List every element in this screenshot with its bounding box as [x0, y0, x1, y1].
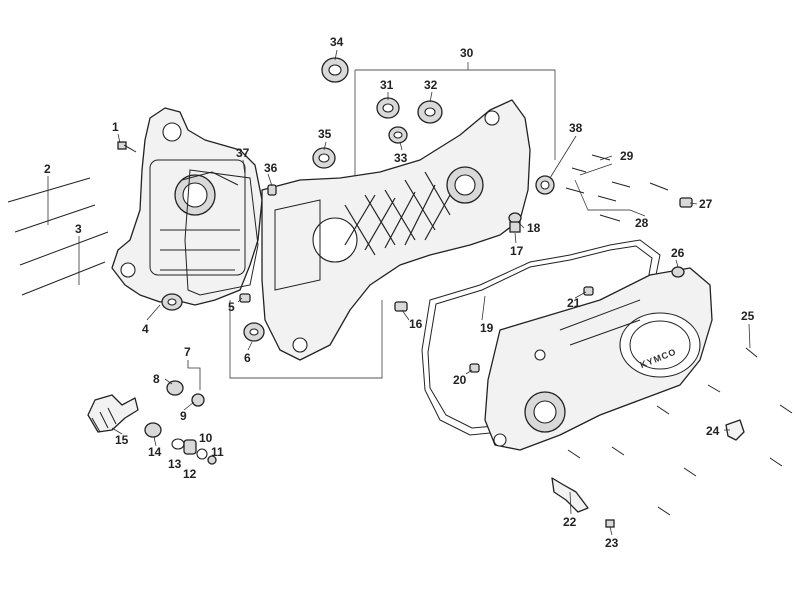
- label-20: 20: [453, 373, 467, 387]
- washer-27: [679, 197, 693, 208]
- label-15: 15: [115, 433, 129, 447]
- oil-seal-34: [321, 57, 349, 83]
- oil-seal-35: [312, 147, 336, 169]
- bushing-38: [535, 175, 555, 195]
- label-28: 28: [635, 216, 649, 230]
- stud-bolt-3: [19, 231, 109, 296]
- label-32: 32: [424, 78, 438, 92]
- dowel-pin-20: [469, 363, 480, 373]
- part-number-labels: 1 2 3 4 5 6 7 8 9 10 11 12 13 14 15 16 1…: [44, 35, 755, 550]
- bearing-32: [417, 100, 443, 124]
- cover-bolts: [567, 347, 793, 516]
- label-24: 24: [706, 424, 720, 438]
- label-34: 34: [330, 35, 344, 49]
- label-27: 27: [699, 197, 713, 211]
- bracket-28: [574, 179, 646, 217]
- label-30: 30: [460, 46, 474, 60]
- transmission-cover: KYMCO: [484, 267, 713, 451]
- stud-bolt-2: [7, 177, 96, 233]
- kick-spindle-15: [87, 394, 139, 433]
- bushing-4: [161, 293, 183, 311]
- label-11: 11: [211, 445, 224, 459]
- washer-13: [171, 438, 185, 450]
- label-18: 18: [527, 221, 541, 235]
- label-7: 7: [184, 345, 191, 359]
- label-13: 13: [168, 457, 182, 471]
- leader-lines: [47, 49, 751, 536]
- label-12: 12: [183, 467, 197, 481]
- label-21: 21: [567, 296, 581, 310]
- label-26: 26: [671, 246, 685, 260]
- washer-9: [191, 393, 205, 407]
- dowel-pin-36: [267, 184, 277, 196]
- bolt-1: [117, 141, 137, 153]
- label-2: 2: [44, 162, 51, 176]
- callout-frame-6: [229, 300, 383, 379]
- bolts-29-28: [565, 154, 669, 222]
- bolt-23: [605, 519, 615, 528]
- clip-11: [207, 455, 217, 465]
- label-22: 22: [563, 515, 577, 529]
- label-33: 33: [394, 151, 408, 165]
- label-36: 36: [264, 161, 278, 175]
- label-10: 10: [199, 431, 213, 445]
- label-38: 38: [569, 121, 583, 135]
- dowel-pin-5: [239, 293, 251, 303]
- label-31: 31: [380, 78, 394, 92]
- callout-frame-30: [354, 62, 556, 190]
- label-8: 8: [153, 372, 160, 386]
- label-17: 17: [510, 244, 524, 258]
- label-9: 9: [180, 409, 187, 423]
- bearing-33: [388, 126, 408, 144]
- label-29: 29: [620, 149, 634, 163]
- clamp-24: [725, 419, 745, 441]
- spring-14: [144, 422, 162, 438]
- label-6: 6: [244, 351, 251, 365]
- dowel-pin-16: [394, 301, 408, 312]
- label-37: 37: [236, 146, 250, 160]
- gasket-37: [184, 169, 259, 296]
- label-25: 25: [741, 309, 755, 323]
- cover-cap-26: [671, 266, 685, 278]
- label-3: 3: [75, 222, 82, 236]
- right-crankcase: [261, 99, 531, 361]
- label-35: 35: [318, 127, 332, 141]
- label-5: 5: [228, 300, 235, 314]
- dowel-pin-21: [583, 286, 594, 296]
- label-19: 19: [480, 321, 494, 335]
- label-16: 16: [409, 317, 423, 331]
- bushing-8: [166, 380, 184, 396]
- label-1: 1: [112, 120, 119, 134]
- bearing-31: [376, 97, 400, 119]
- label-14: 14: [148, 445, 162, 459]
- bushing-12: [183, 439, 197, 455]
- bushing-6: [243, 322, 265, 342]
- washer-10: [196, 448, 208, 460]
- label-4: 4: [142, 322, 149, 336]
- plug-18: [508, 212, 522, 233]
- label-23: 23: [605, 536, 619, 550]
